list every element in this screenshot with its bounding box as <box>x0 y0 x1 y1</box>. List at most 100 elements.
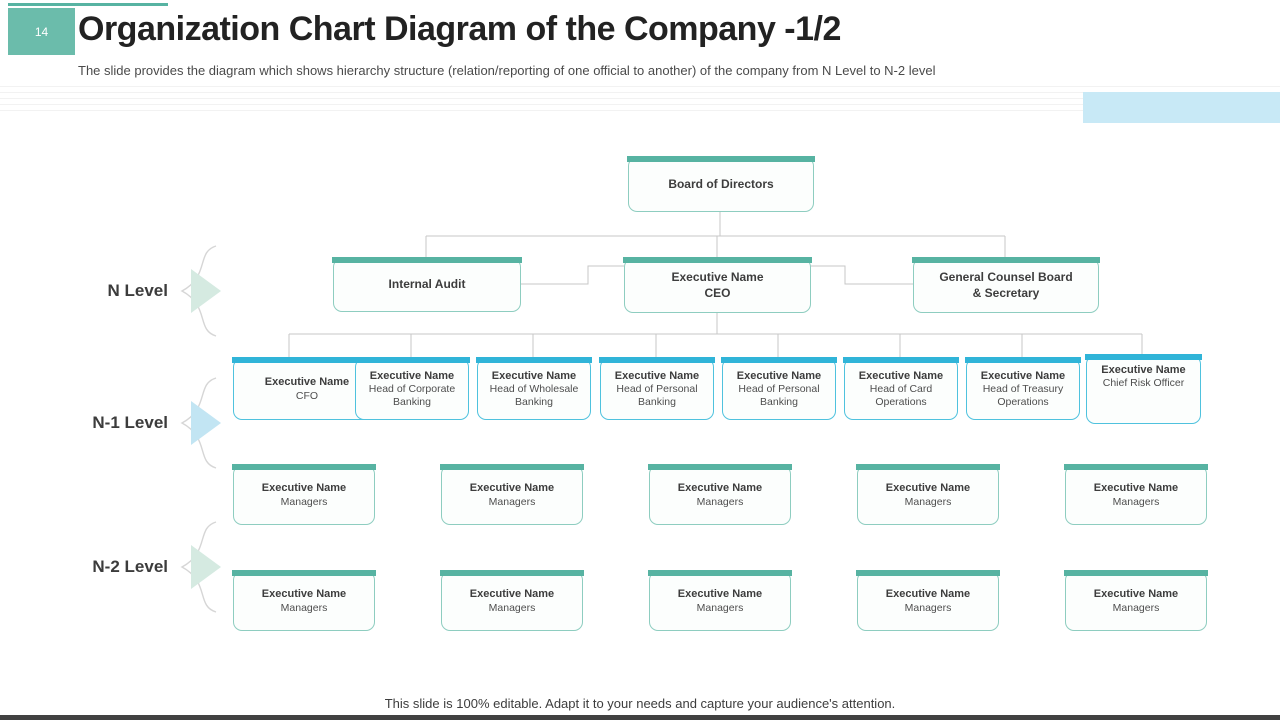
level-n-brace-and-arrow <box>180 245 221 337</box>
node-title: Executive Name <box>736 369 822 382</box>
slide-number-badge: 14 <box>8 8 75 55</box>
org-node-manager-r1-5: Executive Name Managers <box>1064 464 1208 525</box>
node-title: Executive Name <box>671 269 764 284</box>
org-node-internal-audit: Internal Audit <box>332 257 522 312</box>
node-role: Head of Corporate Banking <box>368 383 456 409</box>
node-role: Managers <box>1112 495 1160 508</box>
node-role: Head of Card Operations <box>869 383 933 409</box>
node-title: Executive Name <box>1101 364 1186 376</box>
node-role: Head of Personal Banking <box>616 383 698 409</box>
node-title: Internal Audit <box>388 277 466 292</box>
org-node-head-card-operations: Executive Name Head of Card Operations <box>843 357 959 420</box>
footer-note: This slide is 100% editable. Adapt it to… <box>384 696 896 711</box>
node-title: Executive Name <box>980 369 1066 382</box>
node-title: Executive Name <box>614 369 700 382</box>
node-top-bar <box>440 464 584 470</box>
node-top-bar <box>843 357 959 363</box>
page-title: Organization Chart Diagram of the Compan… <box>78 10 841 48</box>
node-top-bar <box>232 570 376 576</box>
node-role: Managers <box>488 495 536 508</box>
decor-blue-rectangle <box>1083 92 1280 123</box>
node-title: General Counsel Board <box>939 269 1073 284</box>
brace-shape <box>180 521 217 613</box>
node-role: CFO <box>295 389 319 402</box>
level-n2-brace-and-arrow <box>180 521 221 613</box>
node-top-bar <box>965 357 1081 363</box>
org-node-head-corporate-banking: Executive Name Head of Corporate Banking <box>354 357 470 420</box>
node-role: Managers <box>280 495 328 508</box>
node-top-bar <box>440 570 584 576</box>
node-top-bar <box>648 570 792 576</box>
bottom-bar <box>0 715 1280 720</box>
node-top-bar <box>856 464 1000 470</box>
level-label-n1-text: N-1 Level <box>92 413 168 432</box>
org-node-board-of-directors: Board of Directors <box>627 156 815 212</box>
brace-shape <box>180 377 217 469</box>
node-title: Executive Name <box>261 482 347 495</box>
node-top-bar <box>232 464 376 470</box>
org-node-manager-r1-4: Executive Name Managers <box>856 464 1000 525</box>
node-title: Board of Directors <box>668 176 774 191</box>
node-title: Executive Name <box>491 369 577 382</box>
level-triangle-icon <box>191 545 221 589</box>
node-top-bar <box>856 570 1000 576</box>
org-node-manager-r2-1: Executive Name Managers <box>232 570 376 631</box>
accent-line <box>8 3 168 6</box>
org-node-manager-r2-2: Executive Name Managers <box>440 570 584 631</box>
org-node-manager-r2-3: Executive Name Managers <box>648 570 792 631</box>
node-top-bar <box>627 156 815 162</box>
level-triangle-icon <box>191 269 221 313</box>
org-node-manager-r1-1: Executive Name Managers <box>232 464 376 525</box>
org-node-manager-r1-2: Executive Name Managers <box>440 464 584 525</box>
node-role: Head of Treasury Operations <box>982 383 1064 409</box>
node-title: Executive Name <box>858 369 944 382</box>
node-role: CEO <box>704 285 731 300</box>
decor-stripes <box>0 86 1280 114</box>
node-title: Executive Name <box>369 369 455 382</box>
node-title: Executive Name <box>885 482 971 495</box>
level-n1-brace-and-arrow <box>180 377 221 469</box>
node-role: Managers <box>904 495 952 508</box>
org-node-ceo: Executive Name CEO <box>623 257 812 313</box>
org-node-head-personal-banking-2: Executive Name Head of Personal Banking <box>721 357 837 420</box>
node-title: Executive Name <box>885 588 971 601</box>
org-node-manager-r2-4: Executive Name Managers <box>856 570 1000 631</box>
node-role: Managers <box>280 601 328 614</box>
node-top-bar <box>232 357 382 363</box>
org-node-head-treasury-operations: Executive Name Head of Treasury Operatio… <box>965 357 1081 420</box>
node-top-bar <box>721 357 837 363</box>
org-node-manager-r1-3: Executive Name Managers <box>648 464 792 525</box>
org-node-chief-risk-officer: Executive Name Chief Risk Officer <box>1085 354 1202 424</box>
org-node-general-counsel: General Counsel Board & Secretary <box>912 257 1100 313</box>
org-node-head-wholesale-banking: Executive Name Head of Wholesale Banking <box>476 357 592 420</box>
node-top-bar <box>1064 570 1208 576</box>
level-label-n: N Level <box>56 243 224 339</box>
level-label-n2-text: N-2 Level <box>92 557 168 576</box>
node-top-bar <box>1064 464 1208 470</box>
node-title: Executive Name <box>261 588 347 601</box>
node-role: Managers <box>696 601 744 614</box>
node-role: Managers <box>1112 601 1160 614</box>
node-title: Executive Name <box>1093 588 1179 601</box>
node-top-bar <box>648 464 792 470</box>
node-title: Executive Name <box>264 376 350 389</box>
node-top-bar <box>912 257 1100 263</box>
node-title: Executive Name <box>677 588 763 601</box>
org-node-manager-r2-5: Executive Name Managers <box>1064 570 1208 631</box>
node-title: Executive Name <box>469 588 555 601</box>
node-top-bar <box>354 357 470 363</box>
node-role: Head of Wholesale Banking <box>489 383 579 409</box>
node-role: Managers <box>488 601 536 614</box>
node-top-bar <box>476 357 592 363</box>
node-top-bar <box>623 257 812 263</box>
brace-shape <box>180 245 217 337</box>
level-label-n-text: N Level <box>107 281 168 300</box>
level-triangle-icon <box>191 401 221 445</box>
page-subtitle: The slide provides the diagram which sho… <box>78 63 936 78</box>
node-role: Managers <box>696 495 744 508</box>
node-role: Head of Personal Banking <box>738 383 820 409</box>
level-label-n2: N-2 Level <box>56 519 224 615</box>
node-top-bar <box>599 357 715 363</box>
org-node-head-personal-banking-1: Executive Name Head of Personal Banking <box>599 357 715 420</box>
